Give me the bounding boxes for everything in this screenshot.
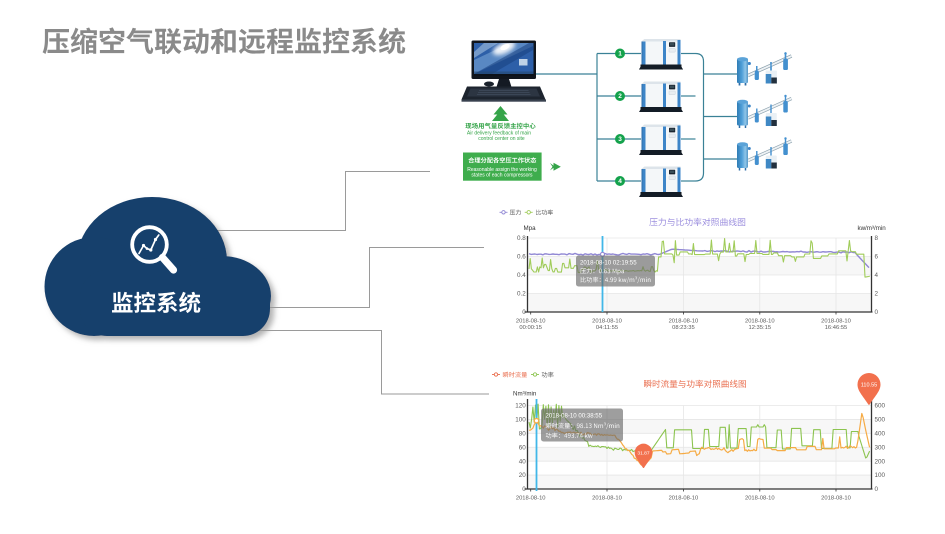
svg-text:0: 0: [522, 309, 526, 316]
svg-text:2018-08-10 02:19:55: 2018-08-10 02:19:55: [580, 259, 637, 266]
svg-text:2018-08-10: 2018-08-10: [592, 496, 622, 502]
svg-text:00:00:15: 00:00:15: [519, 325, 542, 331]
svg-text:Reasonable assign the working: Reasonable assign the working: [467, 167, 537, 173]
svg-text:2018-08-10: 2018-08-10: [516, 496, 546, 502]
svg-text:2018-08-10: 2018-08-10: [821, 319, 851, 325]
svg-text:400: 400: [875, 430, 886, 437]
svg-text:Air delivery feedback of main: Air delivery feedback of main: [467, 130, 531, 136]
svg-text:0: 0: [522, 486, 526, 493]
svg-text:Nm³/min: Nm³/min: [513, 391, 537, 398]
svg-text:1: 1: [618, 51, 622, 58]
svg-text:2018-08-10: 2018-08-10: [745, 496, 775, 502]
svg-text:0.4: 0.4: [517, 272, 526, 279]
svg-text:8: 8: [875, 235, 879, 242]
svg-text:16:46:55: 16:46:55: [825, 325, 848, 331]
svg-text:2018-08-10 00:38:55: 2018-08-10 00:38:55: [546, 412, 603, 419]
svg-text:0: 0: [875, 486, 879, 493]
svg-text:31.87: 31.87: [637, 450, 650, 456]
svg-text:6: 6: [875, 254, 879, 261]
svg-text:0: 0: [875, 309, 879, 316]
svg-text:20: 20: [519, 472, 527, 479]
svg-text:120: 120: [515, 403, 526, 410]
svg-text:2018-08-10: 2018-08-10: [516, 319, 546, 325]
svg-text:100: 100: [515, 417, 526, 424]
svg-text:4: 4: [875, 272, 879, 279]
svg-text:100: 100: [875, 472, 886, 479]
svg-text:2018-08-10: 2018-08-10: [745, 319, 775, 325]
svg-text:0.8: 0.8: [517, 235, 526, 242]
svg-text:Mpa: Mpa: [524, 225, 537, 232]
svg-text:states of each compressors: states of each compressors: [471, 173, 533, 179]
svg-text:80: 80: [519, 430, 527, 437]
svg-text:kw/m³/min: kw/m³/min: [858, 225, 887, 232]
svg-text:200: 200: [875, 458, 886, 465]
svg-text:60: 60: [519, 444, 527, 451]
svg-text:04:11:55: 04:11:55: [596, 325, 618, 331]
svg-text:0.6: 0.6: [517, 254, 526, 261]
svg-text:500: 500: [875, 417, 886, 424]
svg-text:2: 2: [618, 93, 622, 100]
svg-text:40: 40: [519, 458, 527, 465]
svg-text:control center on site: control center on site: [478, 136, 525, 142]
svg-text:2018-08-10: 2018-08-10: [669, 496, 699, 502]
svg-text:4: 4: [618, 178, 622, 185]
svg-text:2018-08-10: 2018-08-10: [821, 496, 851, 502]
svg-text:110.55: 110.55: [861, 383, 877, 389]
svg-text:300: 300: [875, 444, 886, 451]
svg-text:2: 2: [875, 291, 879, 298]
svg-text:2018-08-10: 2018-08-10: [592, 319, 622, 325]
svg-text:0.2: 0.2: [517, 291, 526, 298]
svg-text:12:35:15: 12:35:15: [749, 325, 772, 331]
svg-text:3: 3: [618, 136, 622, 143]
svg-text:2018-08-10: 2018-08-10: [669, 319, 699, 325]
svg-text:600: 600: [875, 403, 886, 410]
svg-text:08:23:35: 08:23:35: [672, 325, 695, 331]
